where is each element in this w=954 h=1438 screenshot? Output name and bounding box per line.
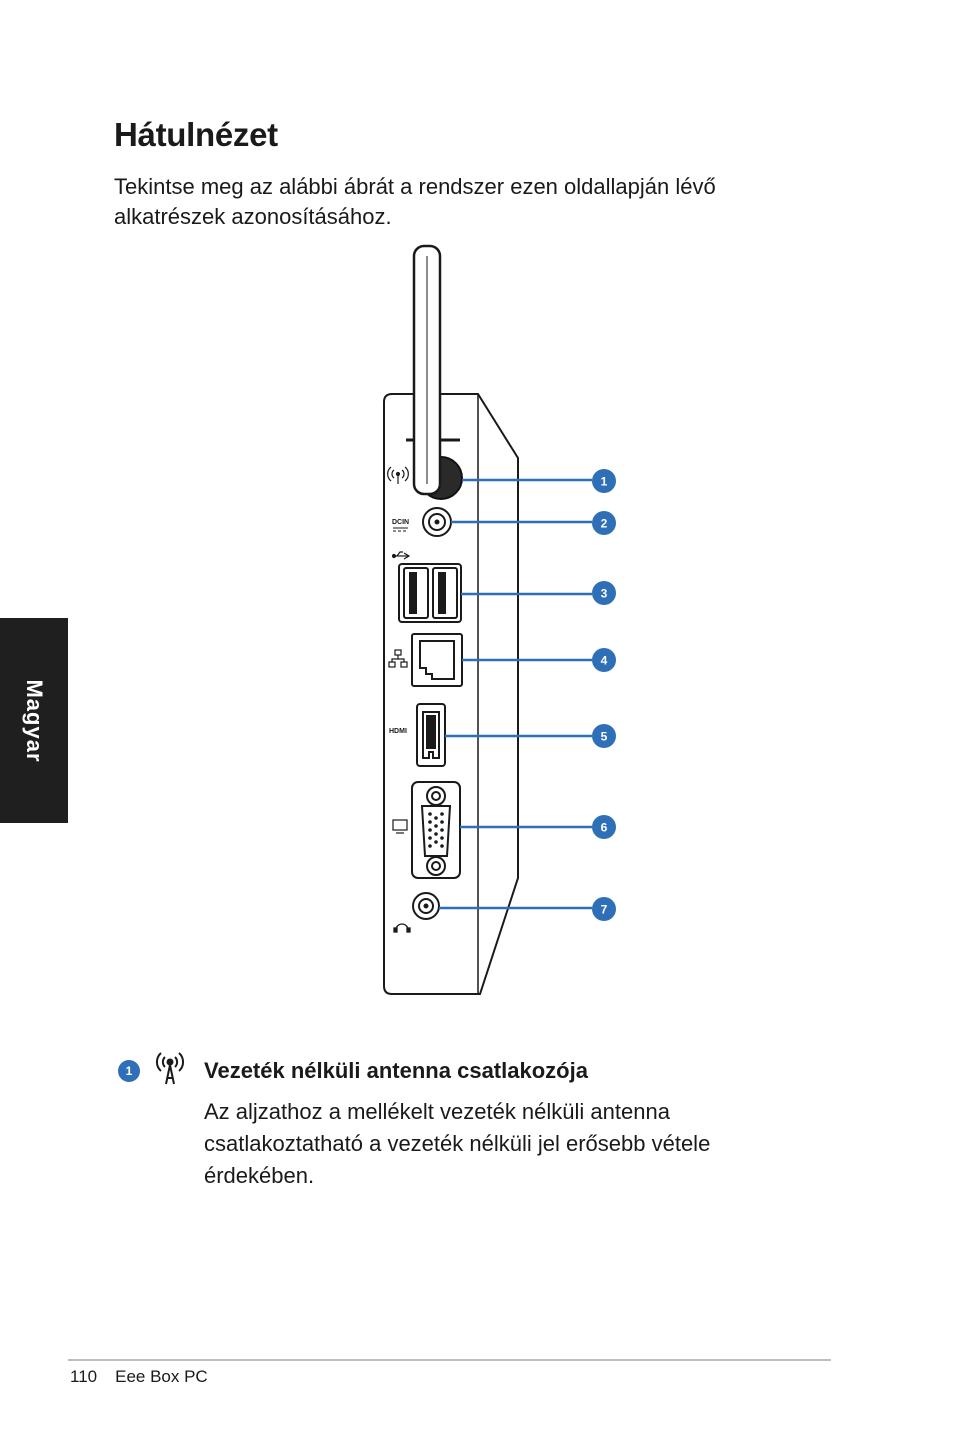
callout-1: 1: [592, 469, 616, 493]
headphone-jack: [412, 892, 440, 920]
dc-symbol-icon: [393, 527, 408, 532]
item-number-badge: 1: [118, 1060, 140, 1082]
svg-text:5: 5: [601, 730, 608, 744]
callout-5: 5: [592, 724, 616, 748]
rear-view-diagram: DCIN HDMI: [383, 244, 616, 995]
wifi-port-icon: [387, 466, 409, 484]
lan-port: [411, 633, 463, 687]
page-number: 110: [70, 1367, 98, 1386]
callout-3: 3: [592, 581, 616, 605]
product-name: Eee Box PC: [115, 1367, 208, 1386]
usb-ports: [398, 563, 462, 623]
headphone-icon: [393, 923, 411, 933]
callout-7: 7: [592, 897, 616, 921]
dc-in-jack: [422, 507, 452, 537]
svg-text:1: 1: [601, 475, 608, 489]
svg-text:7: 7: [601, 903, 608, 917]
item-title: Vezeték nélküli antenna csatlakozója: [204, 1058, 588, 1083]
dc-in-label: DCIN: [392, 519, 409, 526]
callout-4: 4: [592, 648, 616, 672]
wireless-antenna-icon: [155, 1052, 185, 1085]
item-description: Az aljzathoz a mellékelt vezeték nélküli…: [204, 1099, 711, 1188]
svg-text:4: 4: [601, 654, 608, 668]
footer-divider: [68, 1359, 831, 1361]
hdmi-label: HDMI: [389, 728, 407, 735]
vga-port: [411, 781, 461, 879]
intro-paragraph: Tekintse meg az alábbi ábrát a rendszer …: [114, 174, 716, 229]
callout-2: 2: [592, 511, 616, 535]
svg-text:2: 2: [601, 517, 608, 531]
usb-icon: [391, 551, 411, 560]
hdmi-port: [416, 703, 446, 767]
page-title: Hátulnézet: [114, 116, 278, 153]
language-side-tab: Magyar: [0, 618, 68, 823]
page-footer: 110 Eee Box PC: [70, 1367, 208, 1387]
svg-text:6: 6: [601, 821, 608, 835]
lan-icon: [388, 649, 408, 668]
monitor-icon: [392, 819, 408, 834]
vga-pins: [428, 812, 444, 848]
callout-6: 6: [592, 815, 616, 839]
svg-text:3: 3: [601, 587, 608, 601]
wireless-antenna: [412, 244, 442, 496]
callout-lines: [439, 478, 592, 910]
